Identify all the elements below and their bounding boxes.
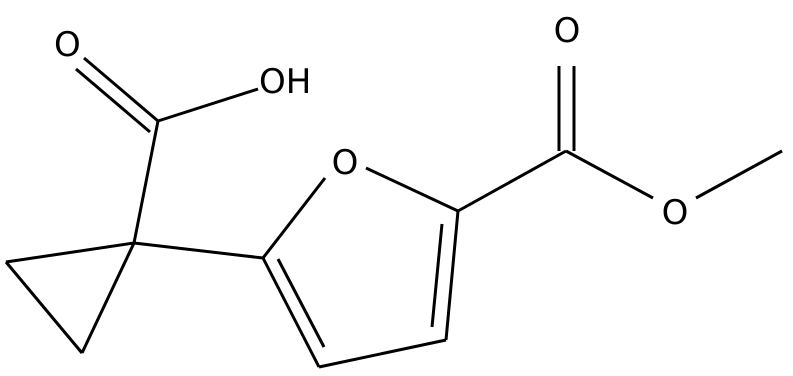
bond-carboxyl-c-o-double-a — [83, 56, 159, 123]
bond-furan-o1-c5 — [365, 166, 459, 213]
atom-labels: O OH O O O — [54, 11, 688, 233]
bond-cp-to-carboxyl-carbon — [132, 120, 160, 244]
bond-cp-c1-c2 — [5, 241, 135, 264]
cyclopropane-ring — [4, 241, 136, 354]
bond-furan-to-ester-carbon — [457, 149, 567, 213]
bond-furan-c3-c2-inner — [276, 258, 326, 348]
ester-oxygen-label: O — [662, 193, 689, 233]
bond-furan-c5-c4-inner — [430, 223, 444, 328]
bond-carboxyl-c-o-double-b — [75, 67, 151, 134]
bond-cp-to-furan — [133, 241, 264, 260]
bond-ester-o-methyl — [695, 149, 783, 200]
carboxylic-acid-group — [75, 56, 259, 244]
carbonyl-oxygen-right-label: O — [554, 11, 581, 51]
bond-cp-c3-c1 — [80, 242, 136, 354]
carbonyl-oxygen-left-label: O — [54, 25, 81, 65]
bond-cp-c2-c3 — [4, 261, 84, 354]
bond-furan-c5-c4 — [444, 210, 460, 341]
hydroxyl-label: OH — [259, 62, 311, 102]
bond-furan-c4-c3 — [318, 338, 447, 369]
furan-oxygen-label: O — [332, 143, 359, 183]
bond-carboxyl-c-oh — [157, 87, 259, 123]
furan-ring — [261, 166, 460, 369]
bond-ester-c-o-single — [565, 149, 654, 200]
bond-furan-c3-c2 — [261, 257, 321, 368]
bond-furan-c2-o1 — [261, 177, 327, 259]
methyl-ester-group — [457, 66, 783, 213]
